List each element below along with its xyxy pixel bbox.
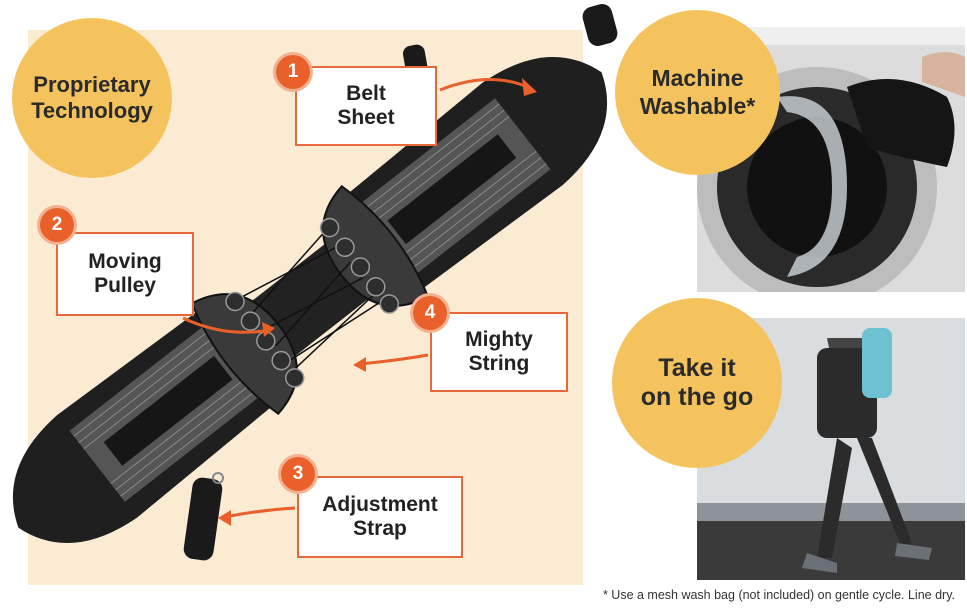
take-it-on-the-go-text: Take it on the go: [640, 353, 754, 412]
proprietary-technology-text: Proprietary Technology: [31, 72, 153, 123]
belt-body: [12, 57, 608, 543]
adjustment-strap-label: Adjustment Strap: [297, 476, 463, 558]
footnote: * Use a mesh wash bag (not included) on …: [602, 588, 955, 602]
mighty-string-label: Mighty String: [430, 312, 568, 392]
badge-1: 1: [276, 55, 310, 89]
mighty-string-text: Mighty String: [465, 327, 533, 375]
treadmill-photo: [697, 318, 965, 580]
machine-washable-circle: Machine Washable*: [615, 10, 780, 175]
take-it-on-the-go-circle: Take it on the go: [612, 298, 782, 468]
moving-pulley-text: Moving Pulley: [88, 249, 162, 297]
badge-4: 4: [413, 296, 447, 330]
belt-sheet-text: Belt Sheet: [337, 81, 395, 129]
badge-3: 3: [281, 457, 315, 491]
moving-pulley-label: Moving Pulley: [56, 232, 194, 316]
adjustment-strap-text: Adjustment Strap: [322, 492, 438, 540]
callout-arrows: [182, 78, 531, 519]
belt-sheet-label: Belt Sheet: [295, 66, 437, 146]
proprietary-technology-circle: Proprietary Technology: [12, 18, 172, 178]
washing-machine-illustration: [697, 27, 965, 292]
machine-washable-text: Machine Washable*: [639, 65, 756, 119]
badge-2: 2: [40, 208, 74, 242]
